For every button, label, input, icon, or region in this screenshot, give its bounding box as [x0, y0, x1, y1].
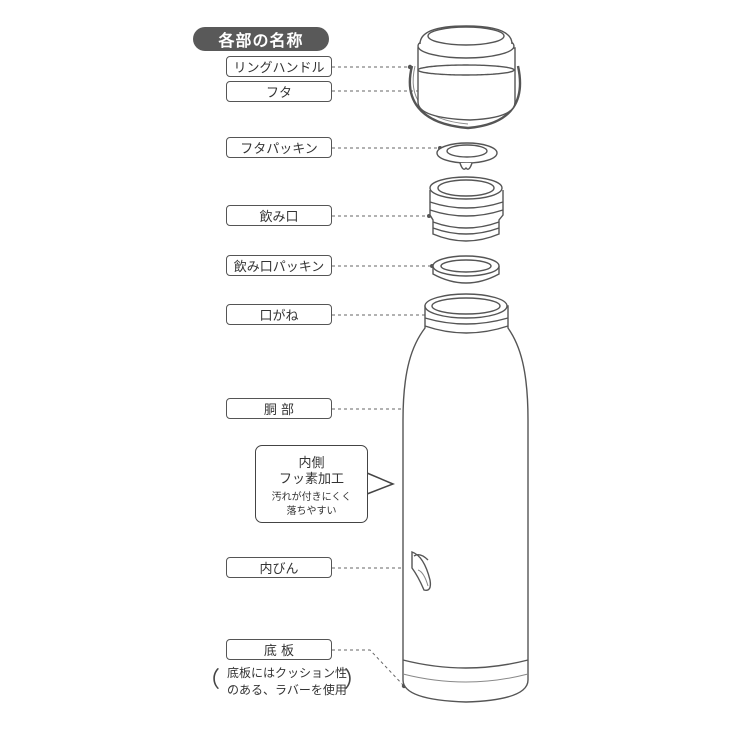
callout-line-2: フッ素加工 — [278, 472, 344, 487]
note-open-paren: （ — [198, 668, 221, 693]
label-bottom-plate: 底 板 — [226, 639, 332, 660]
mouthpiece-gasket — [432, 255, 500, 284]
label-ring-handle: リングハンドル — [226, 56, 332, 77]
label-neck: 口がね — [226, 304, 332, 325]
note-close-paren: ） — [344, 668, 367, 693]
label-mouthpiece-gasket: 飲み口パッキン — [226, 255, 332, 276]
coating-callout: 内側 フッ素加工 汚れが付きにくく 落ちやすい — [255, 445, 368, 523]
callout-line-4: 落ちやすい — [286, 506, 337, 517]
leader-bottom-plate — [332, 649, 405, 687]
bottom-note-line-2: のある、ラバーを使用 — [227, 683, 347, 697]
label-lid-gasket: フタパッキン — [226, 137, 332, 158]
label-inner-bottle: 内びん — [226, 557, 332, 578]
inner-bottle-peel — [411, 551, 432, 591]
bottom-note-line-1: 底板にはクッション性 — [226, 666, 347, 680]
callout-line-3: 汚れが付きにくく — [271, 492, 352, 503]
label-mouthpiece: 飲み口 — [226, 205, 332, 226]
lid-gasket — [436, 142, 498, 170]
callout-pointer — [366, 472, 396, 495]
label-body: 胴 部 — [226, 398, 332, 419]
parts-list-title: 各部の名称 — [193, 27, 329, 51]
lid — [417, 25, 516, 121]
mouthpiece — [429, 176, 504, 242]
leader-lines — [332, 66, 440, 687]
callout-line-1: 内側 — [298, 456, 325, 471]
label-lid: フタ — [226, 81, 332, 102]
bottle-body — [402, 293, 529, 703]
